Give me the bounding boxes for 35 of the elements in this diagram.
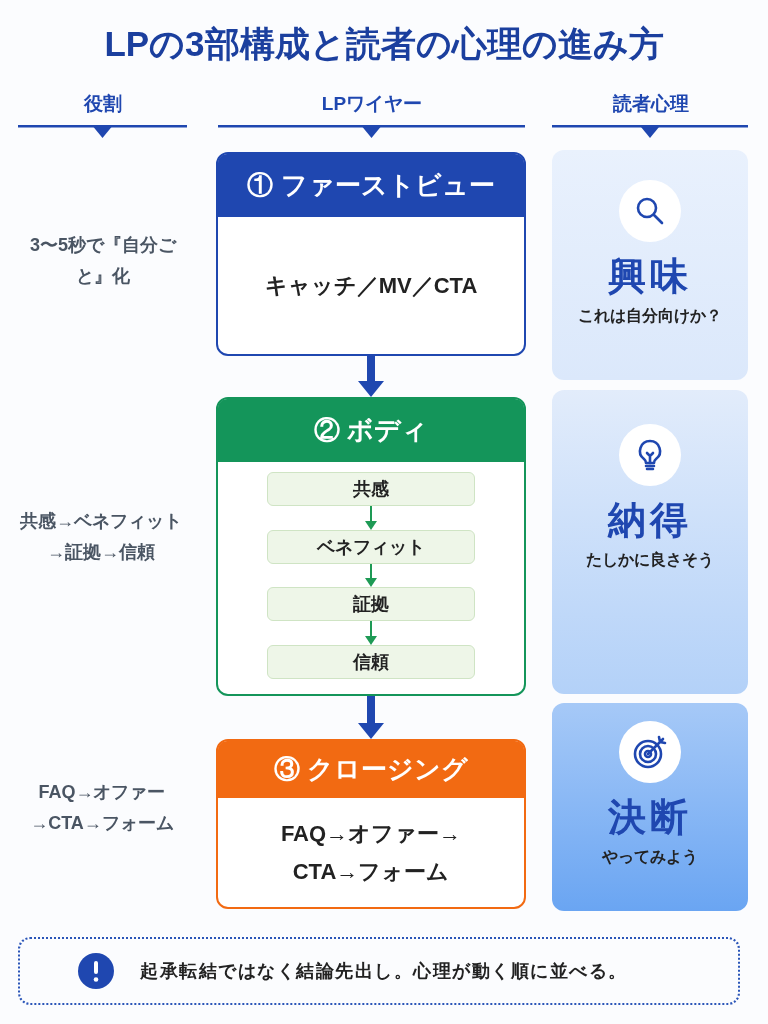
psychology-card [552,703,748,911]
card-subtext: やってみよう [602,846,698,868]
role-text: FAQ→オファー→CTA→フォーム [29,781,175,835]
section-header: ② ボディ [218,399,524,462]
arrow [358,356,384,397]
arrow [365,563,377,587]
card-heading: 納得 [608,498,692,543]
note-text: 起承転結ではなく結論先出し。心理が動く順に並べる。 [140,959,628,983]
column-header: 読者心理 [611,92,690,116]
psychology-card [552,150,748,380]
step-box: 信頼 [267,645,475,679]
step-box: 証拠 [267,587,475,621]
section-body: FAQ→オファー→CTA→フォーム [280,820,462,886]
section-box [216,397,526,696]
section-box [216,152,526,356]
column-header: 役割 [82,92,123,116]
psychology-card [552,390,748,694]
step-box: ベネフィット [267,530,475,564]
title: LPの3部構成と読者の心理の進み方 [103,23,665,65]
arrow [358,696,384,739]
section-header: ③ クロージング [218,741,524,798]
step-box: 共感 [267,472,475,506]
section-box [216,739,526,909]
column-header: LPワイヤー [320,92,424,116]
card-heading: 興味 [608,254,692,299]
section-header: ① ファーストビュー [218,154,524,217]
section-body: キャッチ／MV／CTA [263,271,479,300]
card-subtext: たしかに良さそう [586,549,714,571]
card-subtext: これは自分向けか？ [578,305,722,326]
card-heading: 決断 [608,795,692,840]
role-text: 共感→ベネフィット→証拠→信頼 [19,510,183,564]
arrow [365,620,377,645]
note-box [18,937,740,1005]
arrow [365,505,377,530]
role-text: 3〜5秒で『自分ごと』化 [29,234,178,288]
